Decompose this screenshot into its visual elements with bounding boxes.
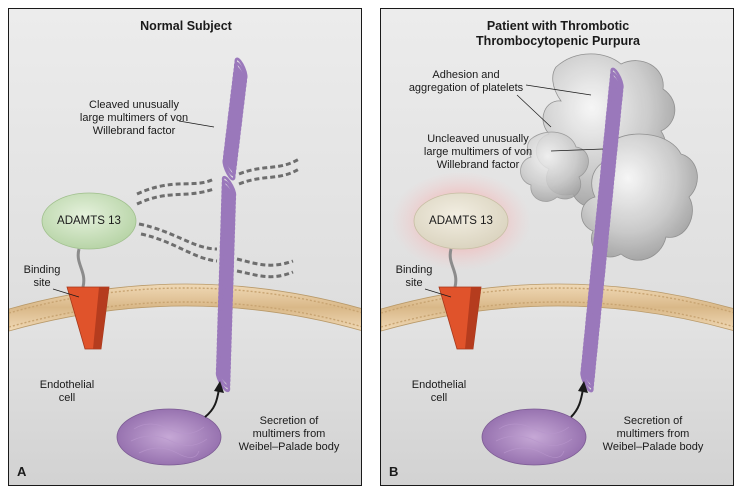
spring-coil <box>222 157 236 181</box>
adamts13-enzyme <box>41 192 137 250</box>
tether <box>448 248 458 288</box>
weibel-palade-body <box>481 408 587 466</box>
panel-b-illustration <box>381 9 733 485</box>
membrane-lipids <box>9 287 361 328</box>
panel-a-title: Normal Subject <box>140 19 232 33</box>
adamts13-enzyme <box>413 192 509 250</box>
panel-a-illustration <box>9 9 361 485</box>
panel-a-letter: A <box>17 464 27 479</box>
cleaved-fragments <box>136 157 300 279</box>
tether <box>76 248 86 288</box>
panel-b-letter: B <box>389 464 399 479</box>
vwf-multimer-uncleaved <box>580 67 624 393</box>
panel-b-adamts-label: ADAMTS 13 <box>429 215 493 227</box>
panel-a-adamts-label: ADAMTS 13 <box>57 215 121 227</box>
vwf-multimer-cleaved-upper <box>222 57 248 181</box>
vwf-multimer-cleaved-lower <box>215 175 237 393</box>
